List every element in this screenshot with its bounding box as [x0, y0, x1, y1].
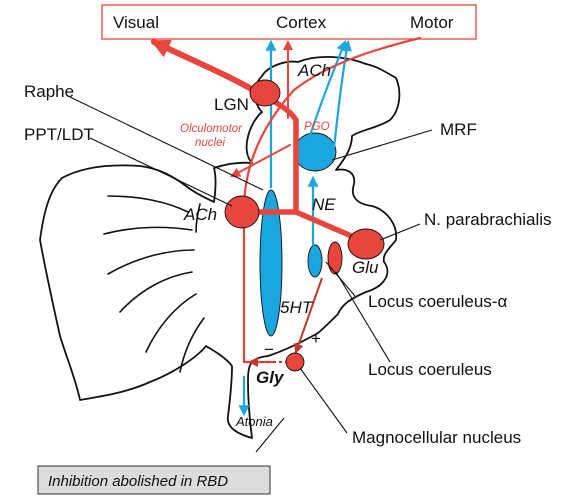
label-n-parabrachialis: N. parabrachialis — [424, 210, 552, 229]
label-locus-coeruleus: Locus coeruleus — [368, 360, 492, 379]
label-atonia: Atonia — [235, 414, 273, 429]
label-visual: Visual — [113, 13, 159, 32]
mrf-nucleus — [294, 133, 336, 171]
label-magnocellular: Magnocellular nucleus — [352, 428, 521, 447]
locus-coeruleus-alpha-nucleus — [308, 245, 322, 277]
brainstem-outline — [40, 57, 399, 438]
n-parabrachialis-nucleus — [348, 229, 384, 259]
label-raphe: Raphe — [24, 82, 74, 101]
label-glu: Glu — [352, 258, 379, 277]
magnocellular-nucleus — [286, 353, 304, 371]
label-inhibition: Inhibition abolished in RBD — [48, 473, 228, 490]
label-cortex: Cortex — [276, 13, 327, 32]
label-ach-left: ACh — [183, 205, 217, 224]
label-oculomotor-line1: Olculomotor — [180, 123, 243, 135]
ppt-ldt-nucleus — [225, 196, 259, 228]
label-minus: − — [264, 340, 274, 359]
lgn-nucleus — [250, 80, 280, 106]
locus-coeruleus-nucleus — [328, 242, 342, 274]
label-mrf: MRF — [440, 120, 477, 139]
label-ach-top: ACh — [297, 61, 331, 80]
label-gly: Gly — [256, 368, 285, 387]
label-pgo: PGO — [304, 121, 330, 133]
label-oculomotor-line2: nuclei — [195, 137, 225, 149]
label-motor: Motor — [410, 13, 454, 32]
label-ne: NE — [312, 195, 336, 214]
label-lgn: LGN — [214, 95, 249, 114]
label-locus-coeruleus-alpha: Locus coeruleus-α — [368, 292, 507, 311]
label-5ht: 5HT — [280, 298, 314, 317]
label-ppt-ldt: PPT/LDT — [24, 125, 94, 144]
label-plus: + — [311, 329, 321, 348]
